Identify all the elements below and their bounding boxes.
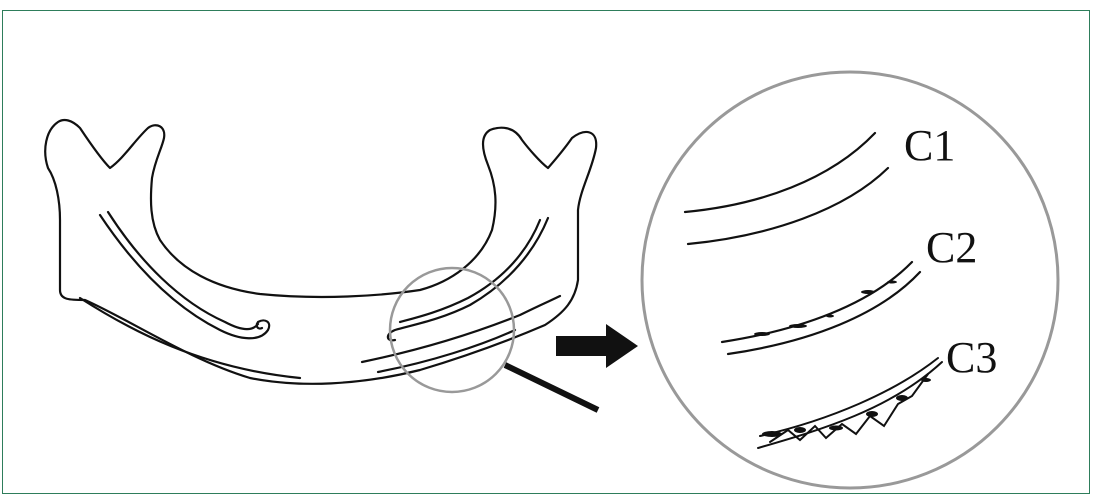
lower-cortex-outer xyxy=(80,298,300,378)
pointer-line xyxy=(505,365,598,410)
left-canal-inner xyxy=(108,212,258,329)
right-arrow-icon xyxy=(556,324,638,368)
magnified-view-circle xyxy=(642,72,1058,488)
lower-cortex-right-1 xyxy=(362,296,560,362)
lower-cortex-right-2 xyxy=(378,330,515,372)
label-c1: C1 xyxy=(904,121,955,170)
right-canal-outer xyxy=(388,218,548,340)
label-c3: C3 xyxy=(946,333,997,382)
label-c2: C2 xyxy=(926,223,977,272)
selection-circle xyxy=(390,268,514,392)
